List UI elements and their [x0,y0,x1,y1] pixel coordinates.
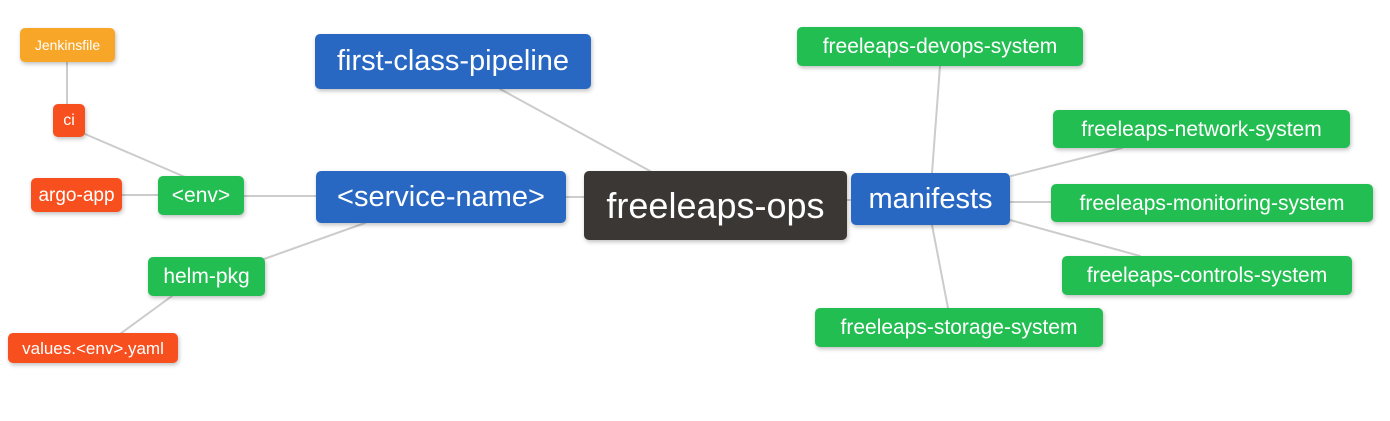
node-freeleaps-devops-system[interactable]: freeleaps-devops-system [797,27,1083,66]
node-argo-app[interactable]: argo-app [31,178,122,212]
edge-ci-env [84,133,186,178]
node-helm-pkg[interactable]: helm-pkg [148,257,265,296]
node-freeleaps-storage-system[interactable]: freeleaps-storage-system [815,308,1103,347]
node-ci[interactable]: ci [53,104,85,137]
node-values-env-yaml[interactable]: values.<env>.yaml [8,333,178,363]
node-service-name[interactable]: <service-name> [316,171,566,223]
node-freeleaps-ops[interactable]: freeleaps-ops [584,171,847,240]
node-jenkinsfile[interactable]: Jenkinsfile [20,28,115,62]
node-manifests[interactable]: manifests [851,173,1010,225]
node-env[interactable]: <env> [158,176,244,215]
edge-helm-pkg-service-name [263,222,366,260]
node-freeleaps-network-system[interactable]: freeleaps-network-system [1053,110,1350,148]
edge-values-helm-pkg [119,295,173,335]
edge-first-class-pipeline-ops [499,88,651,172]
node-freeleaps-monitoring-system[interactable]: freeleaps-monitoring-system [1051,184,1373,222]
edge-manifests-controls-system [1009,219,1141,257]
node-first-class-pipeline[interactable]: first-class-pipeline [315,34,591,89]
edge-manifests-devops-system [931,65,941,174]
edge-manifests-network-system [1010,147,1123,177]
node-freeleaps-controls-system[interactable]: freeleaps-controls-system [1062,256,1352,295]
edge-manifests-storage-system [931,224,949,309]
